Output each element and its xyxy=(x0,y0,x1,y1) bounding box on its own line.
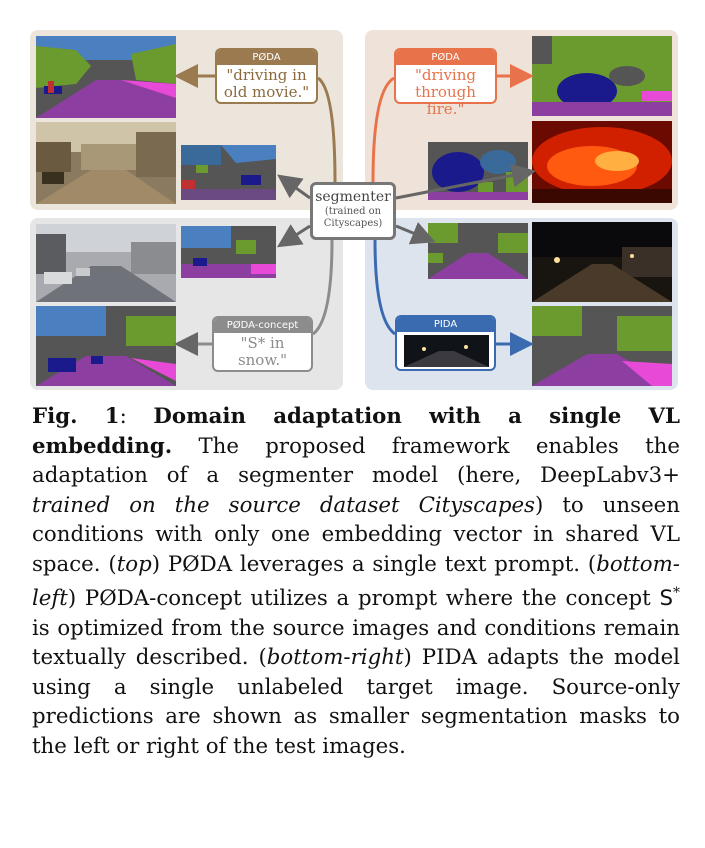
caption-italic-bottom-right: bottom-right xyxy=(266,645,404,671)
segmenter-subtitle-1: (trained on xyxy=(324,206,382,217)
segmenter-box: segmenter (trained on Cityscapes) xyxy=(310,182,396,240)
caption-italic-bottom-left: bottom-left xyxy=(32,551,680,612)
test-image-fire xyxy=(532,121,672,203)
prompt-header-poda-concept: PØDA-concept xyxy=(214,318,311,333)
caption-part-3: ) PØDA leverages a single text prompt. ( xyxy=(151,551,597,577)
source-mask-night xyxy=(428,223,528,279)
prompt-box-fire: PØDA "driving through fire." xyxy=(394,48,497,118)
prompt-header-poda-fire: PØDA xyxy=(396,50,495,65)
prompt-line-2: old movie." xyxy=(223,83,310,101)
prompt-line-2: snow." xyxy=(237,351,288,369)
caption-part-1: The proposed framework enables the adapt… xyxy=(32,433,680,489)
caption-part-5: is optimized from the source images and … xyxy=(32,615,680,671)
caption-italic-1: trained on the source dataset Cityscapes xyxy=(32,492,535,518)
adapted-mask-fire xyxy=(532,36,672,116)
adapted-mask-night xyxy=(532,306,672,386)
prompt-line-1: "driving in xyxy=(226,66,307,84)
prompt-header-poda: PØDA xyxy=(217,50,316,65)
caption-concept-symbol: S xyxy=(659,586,673,612)
prompt-text-fire: "driving through fire." xyxy=(396,65,495,121)
source-mask-snow xyxy=(181,226,276,278)
adapted-mask-old-movie xyxy=(36,36,176,118)
pida-target-image xyxy=(404,335,489,367)
segmenter-title: segmenter xyxy=(315,189,391,205)
source-mask-fire xyxy=(428,142,528,200)
caption-part-4: ) PØDA-concept utilizes a prompt where t… xyxy=(67,586,660,612)
prompt-line-2: through fire." xyxy=(415,83,476,118)
caption-italic-top: top xyxy=(116,551,152,577)
figure-caption: Fig. 1: Domain adaptation with a single … xyxy=(32,402,680,761)
prompt-box-old-movie: PØDA "driving in old movie." xyxy=(215,48,318,104)
prompt-box-snow: PØDA-concept "S* in snow." xyxy=(212,316,313,372)
caption-label: Fig. 1 xyxy=(32,404,120,429)
test-image-night xyxy=(532,222,672,302)
adapted-mask-snow xyxy=(36,306,176,386)
caption-colon: : xyxy=(119,404,154,429)
prompt-line-1: "driving xyxy=(414,66,476,84)
prompt-box-pida: PIDA xyxy=(395,315,496,371)
prompt-text-snow: "S* in snow." xyxy=(214,333,311,372)
caption-part-2: ) to unseen conditions with only one emb… xyxy=(32,492,680,577)
prompt-line-1: "S* in xyxy=(240,334,285,352)
prompt-text-old-movie: "driving in old movie." xyxy=(217,65,316,104)
caption-title: Domain adaptation with a single VL embed… xyxy=(32,404,681,459)
figure-1: PØDA "driving in old movie." xyxy=(0,0,705,400)
test-image-snow xyxy=(36,224,176,302)
source-mask-old-movie xyxy=(181,145,276,200)
caption-concept-sup: * xyxy=(673,585,680,601)
prompt-header-pida: PIDA xyxy=(397,317,494,332)
segmenter-subtitle-2: Cityscapes) xyxy=(323,218,383,229)
test-image-old-movie xyxy=(36,122,176,204)
caption-part-6: ) PIDA adapts the model using a single u… xyxy=(32,645,680,759)
